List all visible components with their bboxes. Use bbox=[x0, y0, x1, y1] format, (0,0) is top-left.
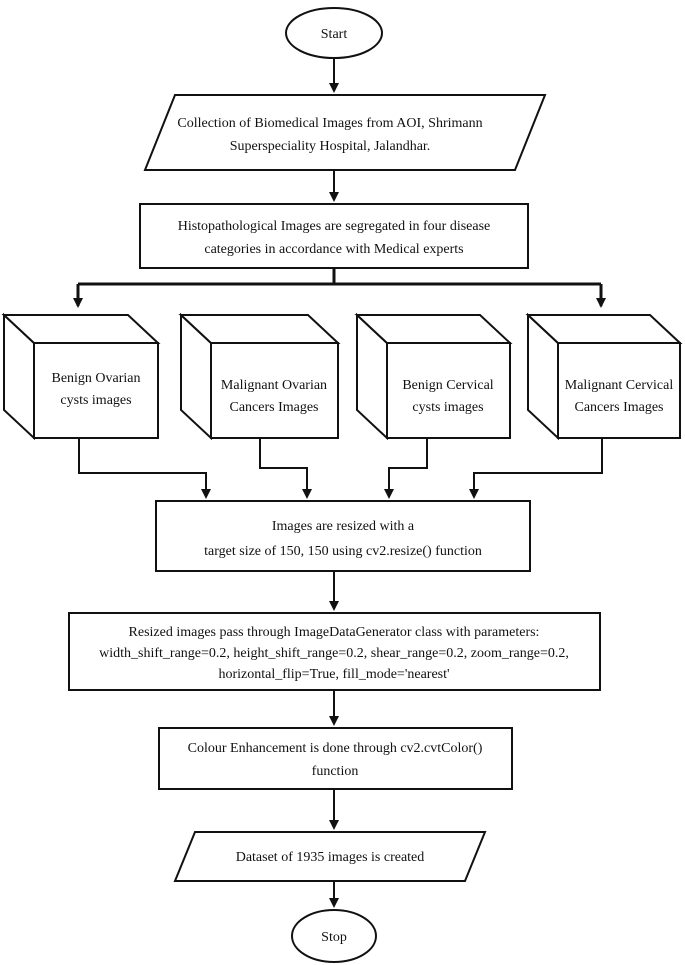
collection-line-2: Superspeciality Hospital, Jalandhar. bbox=[230, 139, 431, 154]
stop-label: Stop bbox=[321, 930, 347, 945]
segregation-line-1: Histopathological Images are segregated … bbox=[178, 219, 491, 234]
category-label-line-2: Cancers Images bbox=[574, 400, 663, 415]
category-label-line-1: Benign Cervical bbox=[402, 378, 493, 393]
dataset-label: Dataset of 1935 images is created bbox=[236, 850, 425, 865]
category-label-line-1: Malignant Ovarian bbox=[221, 378, 327, 393]
augment-line-3: horizontal_flip=True, fill_mode='nearest… bbox=[218, 667, 449, 682]
augment-line-1: Resized images pass through ImageDataGen… bbox=[129, 625, 540, 640]
category-cube-benign-ovarian: Benign Ovarian cysts images bbox=[1, 312, 161, 441]
segregation-line-2: categories in accordance with Medical ex… bbox=[204, 242, 463, 257]
resize-line-2: target size of 150, 150 using cv2.resize… bbox=[204, 544, 482, 559]
enhance-line-1: Colour Enhancement is done through cv2.c… bbox=[188, 741, 483, 756]
category-label-line-1: Malignant Cervical bbox=[565, 378, 674, 393]
dataset-output-node: Dataset of 1935 images is created bbox=[173, 831, 487, 882]
start-label: Start bbox=[321, 27, 348, 42]
start-terminal: Start bbox=[285, 7, 383, 59]
stop-terminal: Stop bbox=[291, 909, 377, 963]
merge-connectors bbox=[78, 438, 603, 499]
collection-line-1: Collection of Biomedical Images from AOI… bbox=[177, 116, 482, 131]
category-cube-benign-cervical: Benign Cervical cysts images bbox=[354, 312, 513, 441]
enhance-line-2: function bbox=[312, 764, 359, 779]
enhancement-process-node: Colour Enhancement is done through cv2.c… bbox=[158, 727, 513, 790]
category-branch bbox=[73, 268, 606, 308]
category-label-line-2: cysts images bbox=[60, 393, 131, 408]
category-cube-malignant-cervical: Malignant Cervical Cancers Images bbox=[525, 312, 683, 441]
segregation-process-node: Histopathological Images are segregated … bbox=[139, 203, 529, 269]
category-label-line-2: Cancers Images bbox=[229, 400, 318, 415]
augment-line-2: width_shift_range=0.2, height_shift_rang… bbox=[99, 646, 569, 661]
resize-line-1: Images are resized with a bbox=[272, 519, 415, 534]
category-label-line-1: Benign Ovarian bbox=[51, 371, 140, 386]
category-label-line-2: cysts images bbox=[412, 400, 483, 415]
augmentation-process-node: Resized images pass through ImageDataGen… bbox=[68, 612, 601, 691]
resize-process-node: Images are resized with a target size of… bbox=[155, 500, 531, 572]
collection-data-node: Collection of Biomedical Images from AOI… bbox=[143, 94, 547, 171]
category-cube-malignant-ovarian: Malignant Ovarian Cancers Images bbox=[178, 312, 341, 441]
